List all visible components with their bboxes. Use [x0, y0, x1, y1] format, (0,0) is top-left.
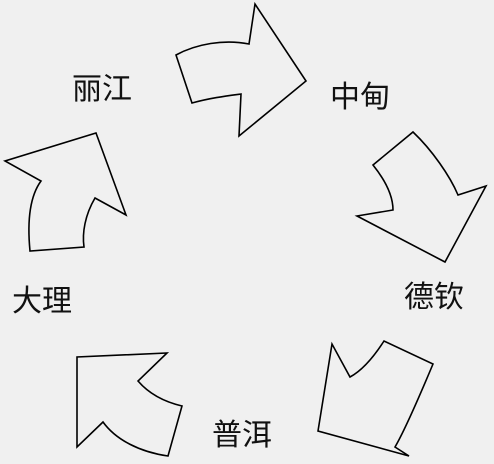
arrow-lijiang-to-zhongdian — [175, 1, 308, 138]
arrow-puer-to-dali — [76, 352, 183, 457]
node-label-zhongdian: 中甸 — [330, 80, 390, 115]
node-label-lijiang: 丽江 — [72, 72, 132, 107]
arrow-zhongdian-to-deqin — [354, 130, 488, 264]
node-label-deqin: 德钦 — [404, 280, 464, 315]
node-label-dali: 大理 — [12, 284, 72, 319]
arrow-deqin-to-puer — [317, 339, 435, 457]
arrow-dali-to-lijiang — [2, 132, 128, 252]
node-label-puer: 普洱 — [212, 418, 272, 453]
